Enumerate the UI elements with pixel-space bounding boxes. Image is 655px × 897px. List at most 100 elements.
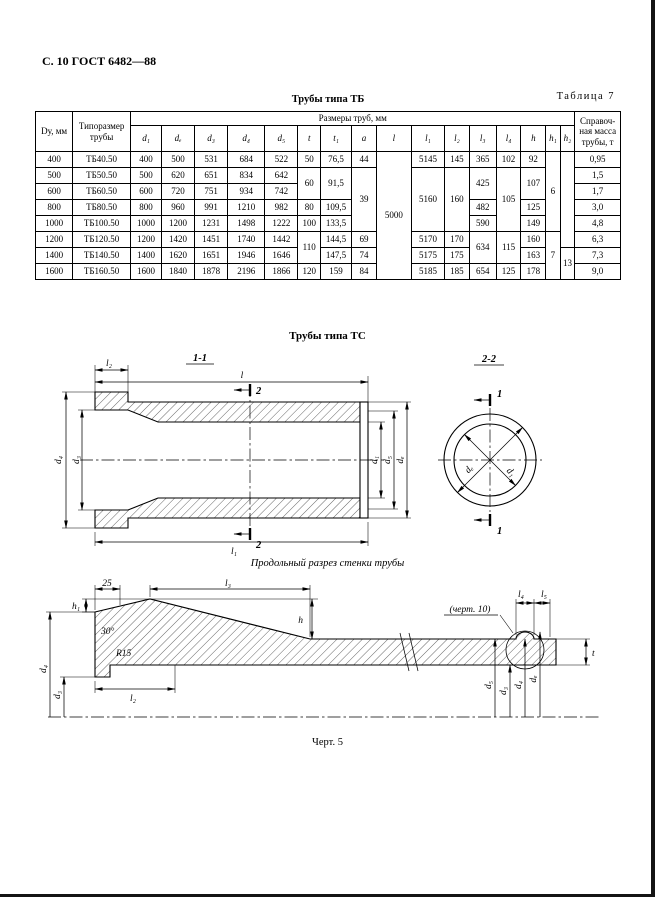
detail-ref-label: (черт. 10)	[450, 604, 491, 615]
dim-d5-label: d₅	[484, 681, 494, 689]
table-cell: 800	[34, 199, 74, 216]
dim-d1-label: d₁	[370, 456, 380, 464]
dim-l4-l5: l₄ l₅	[515, 590, 551, 637]
table-cell: 834	[227, 167, 266, 184]
col-header-size: d₄	[227, 125, 266, 152]
table-cell: 1946	[227, 247, 266, 264]
table-cell: ТБ50.50	[72, 167, 132, 184]
table-cell: 1000	[34, 215, 74, 232]
table-header-row-1: Dу, мм Типоразмер трубы Размеры труб, мм…	[34, 111, 621, 152]
table-caption: Таблица 7	[556, 91, 615, 102]
col-header-size: d₃	[194, 125, 229, 152]
table-cell: 145	[444, 151, 470, 168]
dim-d3-right: d₃	[499, 664, 512, 717]
table-cell: 84	[351, 263, 377, 280]
table-cell: ТБ80.50	[72, 199, 132, 216]
table-cell: 531	[194, 151, 229, 168]
table-cell: 425	[468, 167, 497, 200]
dim-l5-label: l₅	[541, 590, 547, 600]
pipe-longitudinal-section-drawing: 1-1 l₂ l 2 2	[54, 353, 542, 556]
table-cell: 160	[444, 167, 470, 232]
table-cell: 1420	[161, 231, 196, 248]
table-cell: 1210	[227, 199, 266, 216]
table-cell: 620	[161, 167, 196, 184]
dim-25: 25	[94, 579, 121, 610]
dim-d3-label: d₃	[72, 456, 82, 464]
section-2-2-view: 2-2 d₁ dₑ 1 1	[438, 354, 542, 537]
pipe-bottom-wall	[94, 497, 361, 529]
circle-de-label: dₑ	[463, 463, 476, 476]
dim-h1: h₁	[72, 598, 95, 613]
table-cell: 1,7	[574, 183, 621, 200]
table-cell: 107	[520, 167, 547, 200]
table-cell: 7	[545, 231, 561, 280]
col-header-type: Типоразмер трубы	[72, 111, 132, 152]
table-cell: 634	[468, 231, 497, 264]
dim-d4-label: d₄	[54, 456, 64, 464]
dim-h-label: h	[298, 616, 303, 626]
section-1-1-label: 1-1	[186, 353, 214, 365]
table-cell: 1840	[161, 263, 196, 280]
table-cell: 400	[34, 151, 74, 168]
table-cell: 1600	[130, 263, 163, 280]
break-mark	[408, 632, 419, 672]
table-cell: 175	[444, 247, 470, 264]
pipe-wall-profile	[94, 598, 557, 678]
section-2-2-text: 2-2	[481, 354, 497, 365]
detail-circle	[505, 630, 545, 670]
table-cell: 1400	[130, 247, 163, 264]
detail-callout: (черт. 10)	[444, 604, 545, 670]
table-cell: 5185	[410, 263, 446, 280]
table-cell: 400	[130, 151, 163, 168]
table-cell: 144,5	[320, 231, 353, 248]
table-cell: 9,0	[574, 263, 621, 280]
table-cell: 482	[468, 199, 497, 216]
dim-h: h	[82, 598, 318, 640]
table-cell: 1200	[130, 231, 163, 248]
table-cell: 751	[194, 183, 229, 200]
table-cell: 102	[495, 151, 522, 168]
dim-d5-right: d₅	[484, 638, 497, 717]
cut-1-label-bottom: 1	[497, 526, 502, 537]
table-cell: 5000	[375, 151, 412, 280]
section-cut-1: 1 1	[473, 389, 502, 537]
table-cell: 100	[297, 215, 322, 232]
table-cell: 500	[161, 151, 196, 168]
col-header-sizes-group: Размеры труб, мм	[130, 111, 576, 126]
table-cell: 133,5	[320, 215, 353, 232]
col-header-mass: Справоч- ная масса трубы, т	[574, 111, 621, 152]
table-cell: 500	[34, 167, 74, 184]
dim-de-label: dₑ	[529, 675, 539, 683]
table-cell: 60	[297, 167, 322, 200]
table-cell	[559, 151, 576, 248]
table-cell: 4,8	[574, 215, 621, 232]
table-cell: 1231	[194, 215, 229, 232]
dim-l3-label: l₃	[225, 579, 231, 589]
dim-d4-right-label: d₄	[514, 681, 524, 689]
table-cell: 1651	[194, 247, 229, 264]
table-cell: 991	[194, 199, 229, 216]
table-cell: 590	[468, 215, 497, 232]
table-cell: 934	[227, 183, 266, 200]
dim-de-label: dₑ	[396, 456, 406, 464]
dim-de-right: dₑ	[368, 401, 411, 519]
dim-d3-left: d₃	[53, 676, 95, 717]
dim-l2-label: l₂	[130, 694, 137, 704]
table-cell: 147,5	[320, 247, 353, 264]
dim-d3-right-label: d₃	[499, 687, 509, 695]
dim-l4-label: l₄	[518, 590, 524, 600]
dim-25-label: 25	[102, 579, 112, 589]
col-header-dy: Dу, мм	[34, 111, 74, 152]
dim-h1-label: h₁	[72, 602, 80, 612]
cut-2-label-bottom: 2	[255, 540, 262, 551]
table-cell: 2196	[227, 263, 266, 280]
col-header-size: h₁	[545, 125, 561, 152]
table-cell: 3,0	[574, 199, 621, 216]
table-cell: 1000	[130, 215, 163, 232]
table-cell: 365	[468, 151, 497, 168]
